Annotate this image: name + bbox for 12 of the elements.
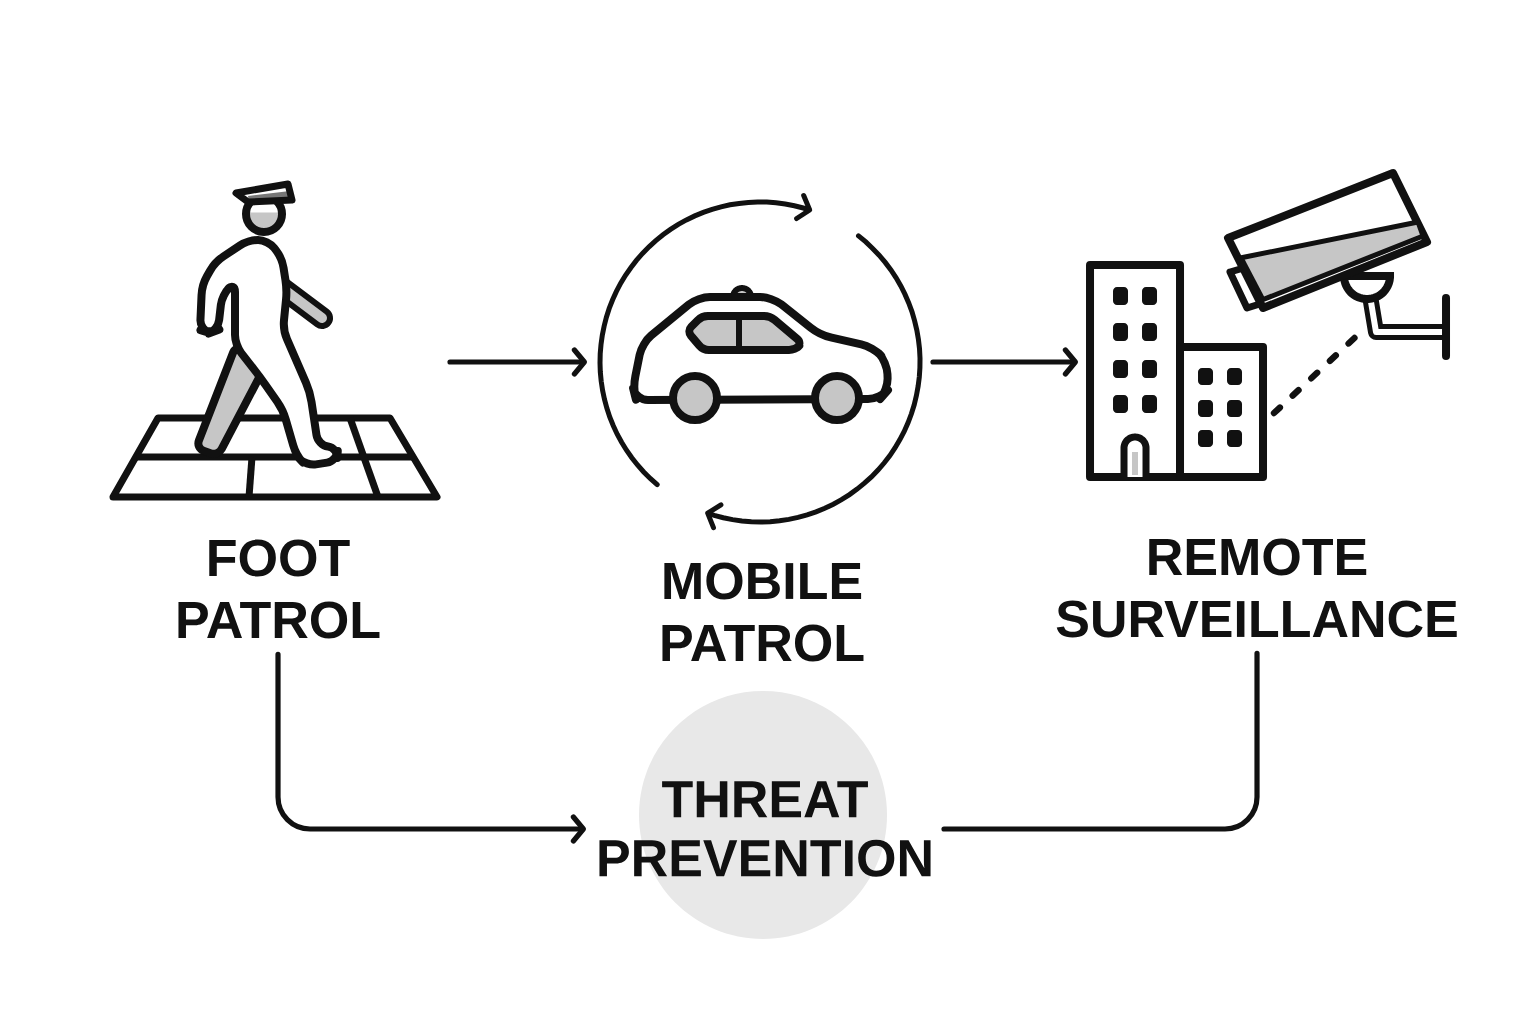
- caption: FOOT PATROL: [178, 539, 380, 639]
- arrow: [447, 347, 587, 377]
- connector-line: [941, 650, 1260, 832]
- arrow: [930, 347, 1078, 377]
- arrow: [275, 651, 586, 844]
- building-drawing: [1086, 261, 1267, 481]
- caption: REMOTE SURVEILLANCE: [1056, 538, 1457, 638]
- dashed-line: [1270, 334, 1358, 417]
- security-camera-drawing: [1224, 169, 1450, 360]
- caption: MOBILE PATROL: [662, 562, 864, 662]
- patrol-car-drawing: [597, 193, 923, 531]
- walking-officer-drawing: [109, 180, 441, 501]
